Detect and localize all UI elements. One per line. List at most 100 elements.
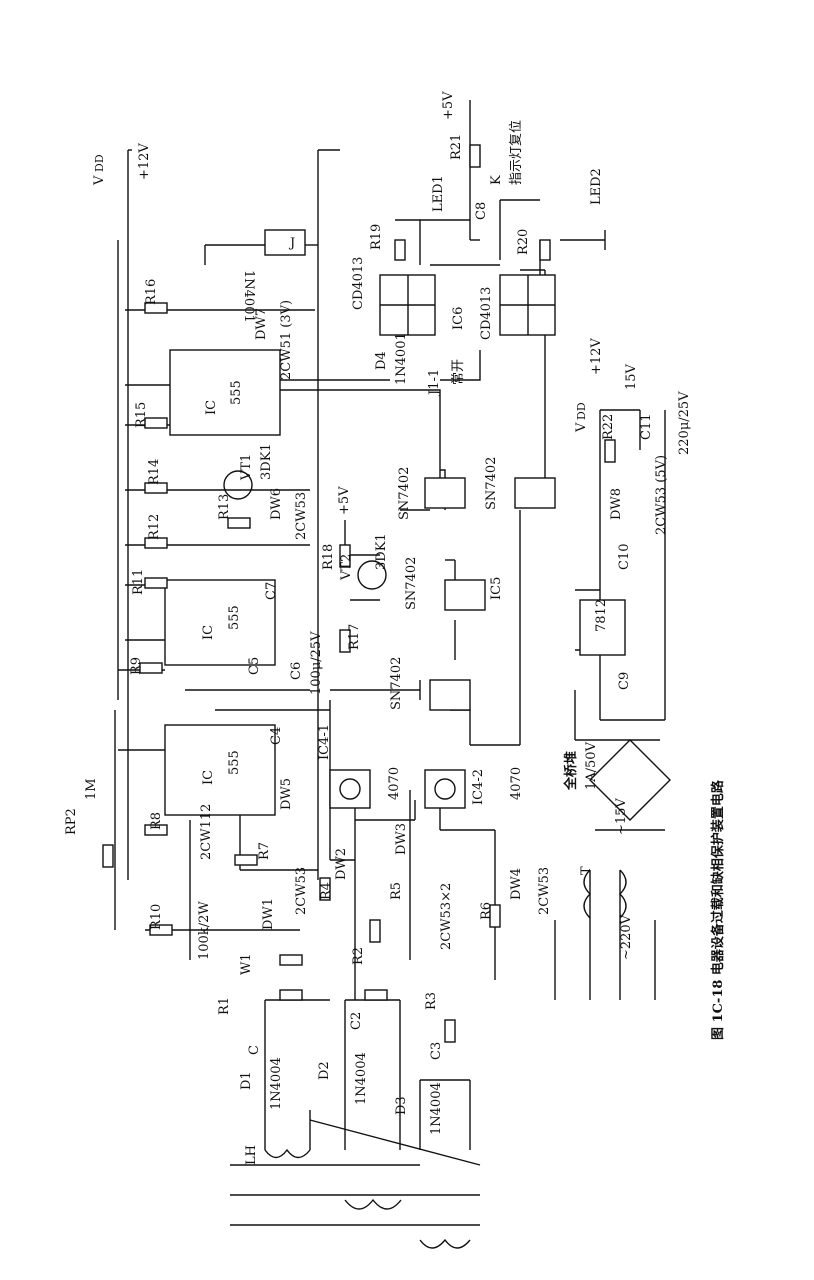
ic2-box: [164, 579, 276, 666]
c4-ref: C4: [269, 727, 284, 745]
nor3-chip: SN7402: [397, 467, 412, 520]
c11-value: 220μ/25V: [677, 391, 692, 455]
v15-label: 15V: [624, 363, 639, 390]
dw5-value: 2CW112: [199, 804, 214, 860]
relay-box: [264, 229, 306, 256]
ic1-box: [164, 724, 276, 816]
nor-gate-1: [429, 679, 471, 711]
d4-ref: D4: [374, 351, 389, 370]
flipflop2-chip: CD4013: [479, 287, 494, 340]
r1-ref: R1: [217, 997, 232, 1015]
c-ref: C: [247, 1045, 262, 1055]
ic5-label: IC5: [489, 577, 504, 600]
d3-value: 1N4004: [429, 1082, 444, 1135]
dw8-ref: DW8: [609, 488, 624, 520]
nor4-chip: SN7402: [484, 457, 499, 510]
bridge-rating: 1A/50V: [584, 741, 599, 790]
ic6-chip: CD4013: [351, 257, 366, 310]
ic2-label: IC: [201, 625, 216, 640]
dw3-ref: DW3: [394, 823, 409, 855]
w1-value: 100k/2W: [197, 901, 212, 960]
dw8-value: 2CW53 (5V): [654, 455, 669, 535]
c6-value: 100μ/25V: [309, 631, 324, 695]
ic4-2-label: IC4-2: [471, 769, 486, 805]
led2-label: LED2: [589, 168, 604, 205]
relay-label: J: [288, 236, 295, 251]
w1-ref: W1: [239, 953, 254, 975]
r14-ref: R14: [147, 459, 162, 485]
r12-ref: R12: [147, 514, 162, 540]
ic3-type: 555: [229, 380, 244, 405]
nor-gate-2: [444, 579, 486, 611]
dw7-value: 2CW51 (3V): [279, 300, 294, 380]
dw5-ref: DW5: [279, 778, 294, 810]
d3-ref: D3: [394, 1096, 409, 1115]
ic2-type: 555: [227, 605, 242, 630]
regulator-box: [579, 599, 626, 656]
nor-gate-4: [514, 477, 556, 509]
key-label: K: [489, 175, 504, 185]
ic4-2-type: 4070: [509, 767, 524, 800]
c8-ref: C8: [474, 202, 489, 220]
ic1-type: 555: [227, 750, 242, 775]
regulator-label: 7812: [594, 599, 609, 632]
r17-ref: R17: [347, 624, 362, 650]
switch-label: 常开: [451, 359, 466, 385]
ic4-1-box: [329, 769, 371, 809]
d2-value: 1N4004: [354, 1052, 369, 1105]
r21-ref: R21: [449, 134, 464, 160]
d2-ref: D2: [317, 1061, 332, 1080]
c2-ref: C2: [349, 1012, 364, 1030]
c11-ref: C11: [639, 414, 654, 441]
vt1-ref: VT1: [239, 454, 254, 481]
ic4-2-box: [424, 769, 466, 809]
rp2-ref: RP2: [64, 808, 79, 835]
vdd-top-value: +12V: [137, 143, 152, 180]
r6-ref: R6: [479, 902, 494, 920]
d5-value: 1N4001: [241, 270, 256, 323]
bridge-rectifier: [589, 739, 671, 821]
d1-ref: D1: [239, 1071, 254, 1090]
nor1-chip: SN7402: [389, 657, 404, 710]
labels: V DD +12V +5V +5V +12V 15V V DD ~220V ~1…: [64, 91, 726, 1165]
c3-ref: C3: [429, 1042, 444, 1060]
vdd-top-label: V: [92, 175, 107, 186]
c10-ref: C10: [617, 544, 632, 571]
c7-ref: C7: [264, 582, 279, 600]
r19-ref: R19: [369, 224, 384, 250]
ic4-1-label: IC4-1: [317, 724, 332, 760]
components: [102, 144, 671, 1249]
dw6-value: 2CW53: [294, 492, 309, 540]
ic3-box: [169, 349, 281, 436]
led1-label: LED1: [431, 175, 446, 212]
dw4-value: 2CW53: [537, 867, 552, 915]
r15-ref: R15: [134, 402, 149, 428]
plus12-right-label: +12V: [589, 338, 604, 375]
lh-label: LH: [244, 1145, 259, 1165]
ic3-label: IC: [204, 400, 219, 415]
d4-value: 1N4001: [394, 332, 409, 385]
vt1-value: 3DK1: [259, 443, 274, 480]
ic6-label: IC6: [451, 307, 466, 330]
dw1-ref: DW1: [261, 898, 276, 930]
r11-ref: R11: [131, 569, 146, 595]
vdd-top-sub: DD: [93, 154, 106, 172]
ic1-label: IC: [201, 770, 216, 785]
plus5-top-label: +5V: [441, 91, 456, 120]
figure-caption: 图 1C-18 电器设备过载和缺相保护装置电路: [710, 779, 726, 1040]
secondary-label: ~15V: [614, 798, 629, 835]
r18-ref: R18: [321, 544, 336, 570]
nor-gate-3: [424, 477, 466, 509]
vt2-ref: VT2: [339, 554, 354, 581]
dw3-value: 2CW53×2: [439, 883, 454, 950]
c6-ref: C6: [289, 662, 304, 680]
r4-ref: R4: [319, 882, 334, 900]
r16-ref: R16: [144, 279, 159, 305]
key-function-label: 指示灯复位: [509, 120, 524, 185]
dw4-ref: DW4: [509, 868, 524, 900]
switch-contact: J1-1: [427, 369, 442, 397]
dw2-ref: DW2: [334, 848, 349, 880]
vt2-value: 3DK1: [374, 533, 389, 570]
